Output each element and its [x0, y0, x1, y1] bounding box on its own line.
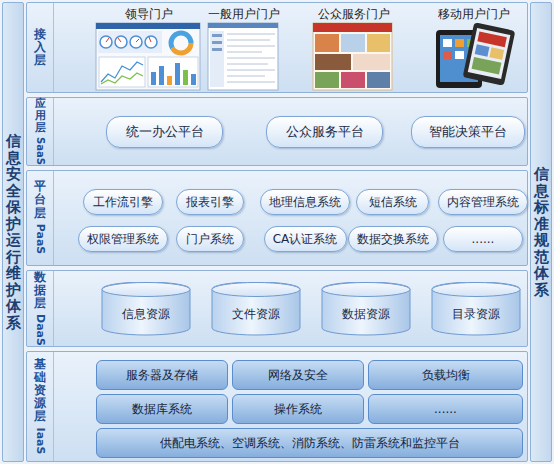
layer-name: 应用层 [35, 98, 46, 134]
cylinder-body [432, 282, 520, 335]
side-band-title: 信息安全保护运行维护体系 [6, 133, 21, 331]
layer-label-column: 应用层 SaaS [27, 98, 54, 165]
layer-name: 基础资源层 [34, 358, 46, 424]
layer-label-column: 平台层 PaaS [27, 171, 54, 265]
layer-sublabel-wrap: IaaS [33, 426, 47, 455]
cylinder-body [212, 282, 300, 335]
service-label: 门户系统 [186, 231, 234, 248]
layer-label-column: 数据层 DaaS [27, 271, 54, 346]
data-label: 信息资源 [122, 306, 170, 323]
portal-block: 领导门户 [93, 7, 205, 23]
layer-service-model: PaaS [34, 224, 47, 255]
portal-block: 一般用户门户 [206, 7, 282, 23]
data-label: 文件资源 [232, 306, 280, 323]
data-cylinder: 数据资源 [321, 282, 411, 336]
cylinder-top [432, 283, 520, 297]
layer-label-column: 接入层 [27, 3, 54, 92]
resource-box: 负载均衡 [368, 360, 523, 390]
portal-block: 移动用户门户 [433, 7, 515, 23]
layer-band: 应用层 SaaS 统一办公平台 公众服务平台 智能决策平台 [26, 97, 528, 166]
service-pill: 报表引擎 [176, 189, 244, 215]
cylinder-top [322, 283, 410, 297]
portal-title: 公众服务门户 [318, 7, 390, 22]
cylinder-body [322, 282, 410, 335]
resource-label: 网络及安全 [268, 367, 328, 384]
resource-box: 操作系统 [232, 394, 364, 424]
leader-portal-screenshot [96, 23, 200, 90]
layer-band: 基础资源层 IaaS 服务器及存储 网络及安全 负载均衡数据库系统 操作系统...... 供… [26, 351, 528, 462]
side-band: 信息安全保护运行维护体系 [2, 2, 24, 462]
resource-box: 数据库系统 [96, 394, 228, 424]
cylinder-top [102, 283, 190, 297]
data-cylinder: 文件资源 [211, 282, 301, 336]
service-pill: CA认证系统 [264, 226, 347, 252]
resource-box: ...... [368, 394, 523, 424]
layer-name: 数据层 [34, 271, 46, 311]
data-cylinder: 信息资源 [101, 282, 191, 336]
cylinder-body [102, 282, 190, 335]
resource-label: 数据库系统 [132, 401, 192, 418]
resource-label: 服务器及存储 [126, 367, 198, 384]
service-label: 智能决策平台 [429, 124, 507, 141]
service-pill: 数据交换系统 [348, 226, 438, 252]
service-pill: 统一办公平台 [106, 116, 223, 148]
service-label: 地理信息系统 [269, 194, 341, 211]
service-pill: 短信系统 [356, 189, 429, 215]
layer-band: 平台层 PaaS 工作流引擎 报表引擎 地理信息系统 短信系统 内容管理系统权限管理系统 门户… [26, 170, 528, 266]
portal-title: 移动用户门户 [438, 7, 510, 22]
layer-label-column: 基础资源层 IaaS [27, 352, 54, 461]
data-label: 目录资源 [452, 306, 500, 323]
general-portal-screenshot [208, 23, 278, 90]
layer-sublabel-wrap: SaaS [33, 137, 47, 165]
layer-sublabel-wrap: PaaS [33, 223, 47, 256]
cylinder-top [212, 283, 300, 297]
portal-block: 公众服务门户 [312, 7, 396, 23]
service-label: 报表引擎 [186, 194, 234, 211]
service-label: 权限管理系统 [87, 231, 159, 248]
layer-service-model: IaaS [34, 428, 47, 455]
layer-name: 平台层 [34, 180, 46, 220]
layer-service-model: DaaS [34, 314, 47, 346]
resource-label: 操作系统 [274, 401, 322, 418]
layer-name: 接入层 [34, 28, 46, 68]
service-pill: 权限管理系统 [78, 226, 168, 252]
service-label: 数据交换系统 [357, 231, 429, 248]
layer-service-model: SaaS [35, 137, 46, 165]
service-pill: 工作流引擎 [83, 189, 163, 215]
side-band: 信息标准规范体系 [530, 2, 552, 462]
layer-sublabel-wrap: DaaS [33, 314, 47, 346]
resource-box: 网络及安全 [232, 360, 364, 390]
service-label: 公众服务平台 [286, 124, 364, 141]
resource-label: 供配电系统、空调系统、消防系统、防雷系统和监控平台 [160, 435, 460, 452]
resource-label: 负载均衡 [422, 367, 470, 384]
data-cylinder: 目录资源 [431, 282, 521, 336]
service-pill: ...... [443, 226, 523, 252]
resource-box: 供配电系统、空调系统、消防系统、防雷系统和监控平台 [96, 428, 523, 458]
data-label: 数据资源 [342, 306, 390, 323]
resource-label: ...... [434, 402, 457, 416]
service-label: ...... [472, 232, 495, 246]
portal-title: 一般用户门户 [208, 7, 280, 22]
layer-band: 数据层 DaaS 信息资源 文件资源 数据资源 目录资源 [26, 270, 528, 347]
service-pill: 地理信息系统 [260, 189, 350, 215]
public-portal-screenshot [313, 23, 392, 90]
side-band-title: 信息标准规范体系 [534, 166, 549, 298]
service-label: CA认证系统 [273, 231, 338, 248]
service-pill: 智能决策平台 [411, 116, 525, 148]
layer-band: 接入层 领导门户 一般用户门户 公众服务门户 移动用户门户 [26, 2, 528, 93]
service-label: 短信系统 [369, 194, 417, 211]
service-label: 内容管理系统 [447, 194, 519, 211]
mobile-portal-screenshot [436, 22, 515, 88]
service-label: 工作流引擎 [93, 194, 153, 211]
portal-title: 领导门户 [125, 7, 173, 22]
resource-box: 服务器及存储 [96, 360, 228, 390]
service-pill: 内容管理系统 [438, 189, 528, 215]
service-label: 统一办公平台 [126, 124, 204, 141]
service-pill: 门户系统 [176, 226, 244, 252]
service-pill: 公众服务平台 [266, 116, 383, 148]
